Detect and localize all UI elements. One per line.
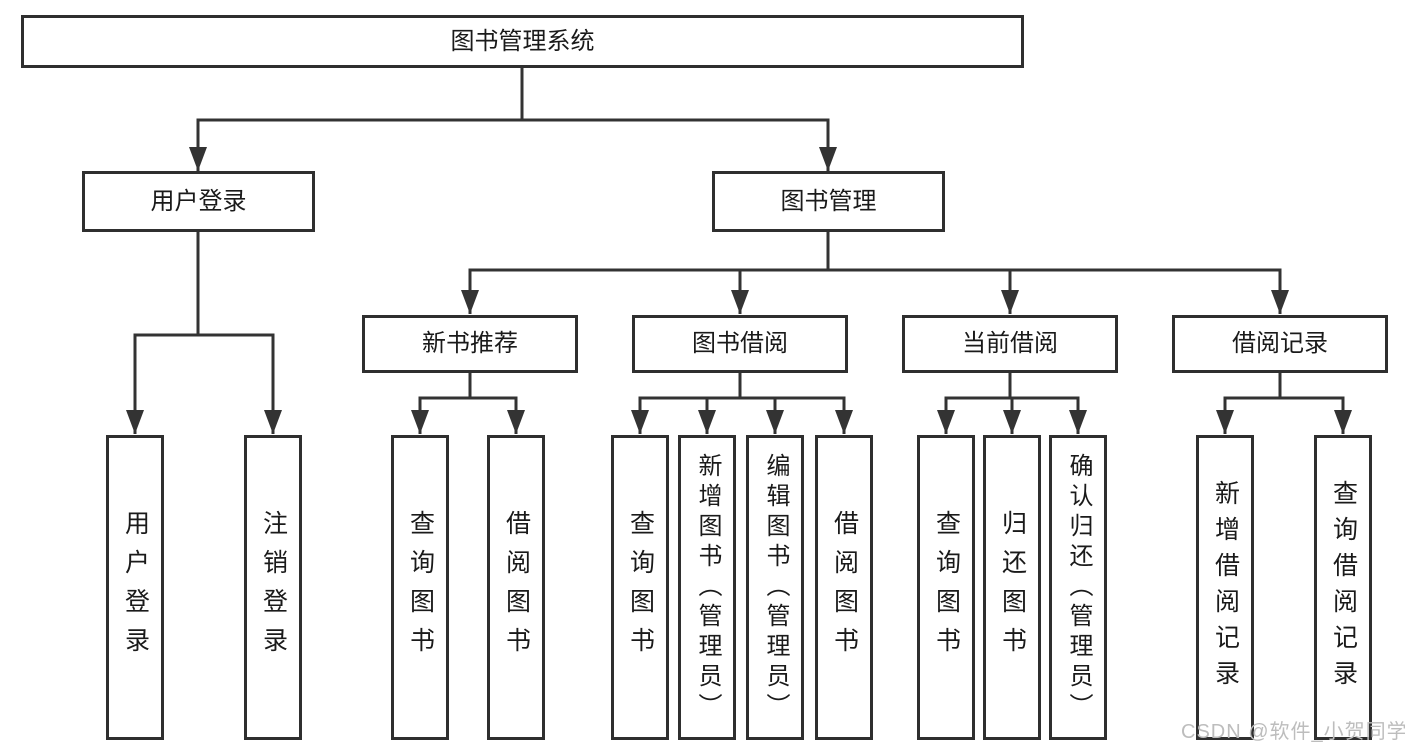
node-borrow-records: 借阅记录: [1172, 315, 1388, 373]
leaf-confirm-return-admin: 确认归还（管理员）: [1049, 435, 1107, 740]
leaf-query-books-recommend: 查询图书: [391, 435, 449, 740]
node-label: 新书推荐: [422, 330, 518, 357]
leaf-label: 查询图书: [626, 509, 655, 666]
leaf-query-borrow-record: 查询借阅记录: [1314, 435, 1372, 740]
leaf-label: 新增借阅记录: [1211, 479, 1240, 696]
leaf-label: 借阅图书: [502, 509, 531, 666]
node-label: 借阅记录: [1232, 330, 1328, 357]
node-book-borrow: 图书借阅: [632, 315, 848, 373]
node-label: 图书管理系统: [450, 27, 595, 55]
leaf-query-books-borrow: 查询图书: [611, 435, 669, 740]
leaf-label: 查询图书: [932, 509, 961, 666]
leaf-edit-books-admin: 编辑图书（管理员）: [746, 435, 804, 740]
leaf-label: 借阅图书: [830, 509, 859, 666]
leaf-query-books-current: 查询图书: [917, 435, 975, 740]
leaf-label: 查询借阅记录: [1329, 479, 1358, 696]
node-new-book-recommend: 新书推荐: [362, 315, 578, 373]
node-current-borrow: 当前借阅: [902, 315, 1118, 373]
node-user-login: 用户登录: [82, 171, 315, 232]
leaf-label: 归还图书: [998, 509, 1027, 666]
node-label: 用户登录: [150, 187, 247, 215]
leaf-label: 确认归还（管理员）: [1065, 452, 1092, 723]
leaf-label: 注销登录: [259, 509, 288, 666]
leaf-borrow-books-recommend: 借阅图书: [487, 435, 545, 740]
leaf-user-login: 用户登录: [106, 435, 164, 740]
node-label: 图书借阅: [692, 330, 788, 357]
node-label: 当前借阅: [962, 330, 1058, 357]
leaf-label: 查询图书: [406, 509, 435, 666]
watermark: CSDN @软件_小贺同学: [1181, 721, 1405, 743]
leaf-logout: 注销登录: [244, 435, 302, 740]
leaf-add-borrow-record: 新增借阅记录: [1196, 435, 1254, 740]
leaf-borrow-books: 借阅图书: [815, 435, 873, 740]
leaf-label: 编辑图书（管理员）: [762, 452, 789, 723]
leaf-return-books: 归还图书: [983, 435, 1041, 740]
node-label: 图书管理: [780, 187, 877, 215]
node-book-management-system: 图书管理系统: [21, 15, 1024, 68]
leaf-label: 新增图书（管理员）: [694, 452, 721, 723]
node-book-management: 图书管理: [712, 171, 945, 232]
leaf-label: 用户登录: [121, 509, 150, 666]
leaf-add-books-admin: 新增图书（管理员）: [678, 435, 736, 740]
